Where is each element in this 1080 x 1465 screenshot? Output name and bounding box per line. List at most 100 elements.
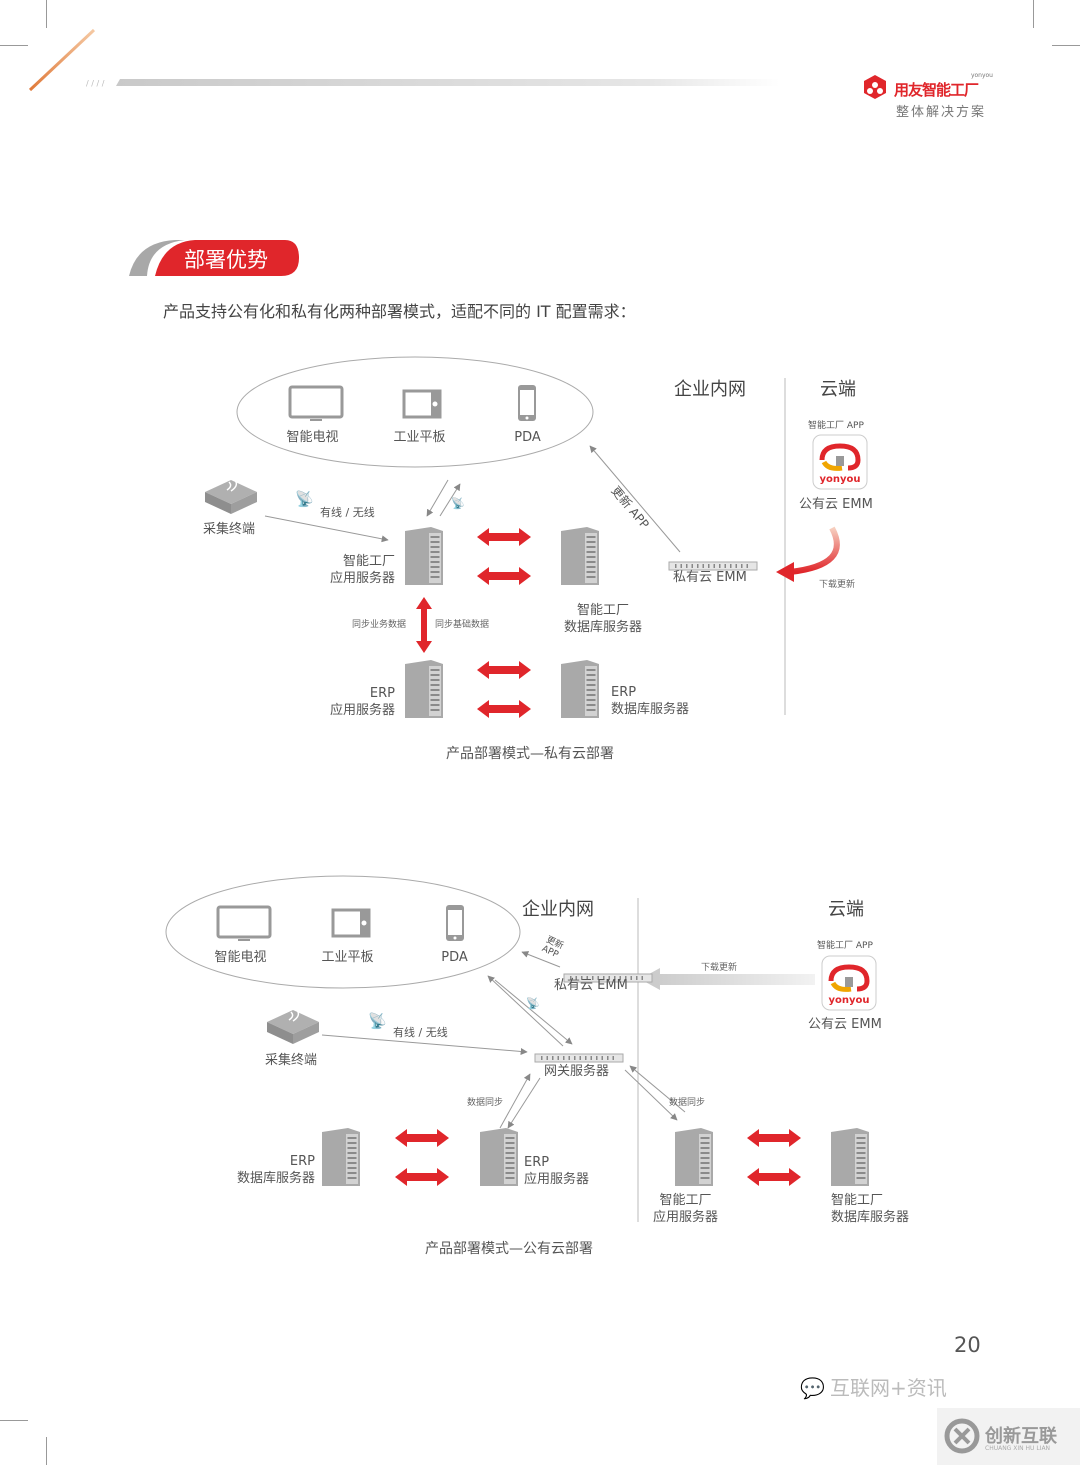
collector-label-2: 采集终端	[265, 1053, 318, 1068]
red-double-arrow	[747, 1168, 801, 1190]
brand-logo: yonyou 用友智能工厂 整体解决方案	[862, 72, 997, 122]
public-diagram-lines	[165, 875, 815, 1222]
watermark-brand-en: CHUANG XIN HU LIAN	[985, 1445, 1051, 1452]
erp-to-gateway-link	[499, 1073, 531, 1129]
tablet-icon	[331, 908, 371, 938]
wechat-account: 互联网+资讯	[830, 1376, 947, 1400]
device-group-ellipse-2	[165, 875, 521, 989]
label-line: ERP	[289, 1154, 315, 1169]
label-line: ERP	[611, 685, 637, 700]
brand-tagline: 整体解决方案	[896, 105, 987, 120]
data-sync-left-label: 数据同步	[467, 1098, 504, 1108]
crop-mark-bl-v	[46, 1437, 47, 1465]
server-icon	[405, 660, 445, 722]
link-label-2: 有线 / 无线	[393, 1026, 448, 1039]
zone-intranet-label: 企业内网	[674, 379, 746, 400]
private-emm-label: 私有云 EMM	[673, 570, 747, 585]
device-down-link	[426, 479, 449, 517]
label-line: ERP	[369, 686, 395, 701]
app-name-label: 智能工厂 APP	[808, 421, 864, 431]
device-up-link	[439, 483, 461, 517]
db-server-label: 智能工厂 数据库服务器	[548, 602, 658, 636]
private-diagram-lines	[236, 356, 840, 715]
svg-text:yonyou: yonyou	[819, 474, 860, 485]
db-server-label-2: 智能工厂 数据库服务器	[831, 1192, 909, 1226]
zone-cloud-label-2: 云端	[828, 899, 864, 920]
antenna-icon: 📡	[295, 490, 314, 508]
download-curve-arrowhead	[776, 562, 794, 582]
device-label-pda-2: PDA	[441, 950, 468, 965]
red-double-arrow	[477, 528, 531, 550]
collector-link-2	[321, 1034, 528, 1055]
device-label-tablet-2: 工业平板	[321, 950, 374, 965]
label-line: 数据库服务器	[611, 702, 690, 717]
label-line: 智能工厂	[576, 603, 629, 618]
antenna-icon-4: 📡	[368, 1012, 387, 1030]
collector-icon	[267, 1008, 319, 1044]
private-emm-label-2: 私有云 EMM	[554, 978, 628, 993]
link-label: 有线 / 无线	[320, 506, 375, 519]
crop-mark-bl-h	[0, 1420, 28, 1421]
red-double-arrow	[747, 1129, 801, 1151]
gateway-to-device-link	[487, 975, 564, 1047]
label-line: 数据库服务器	[236, 1171, 315, 1186]
page-number: 20	[954, 1333, 981, 1357]
label-line: 智能工厂	[659, 1193, 712, 1208]
wechat-watermark: 💬 互联网+资讯	[800, 1372, 947, 1401]
tv-icon	[288, 385, 344, 421]
section-title: 部署优势	[184, 248, 268, 272]
crop-mark-tr-h	[1052, 45, 1080, 46]
section-title-badge	[129, 240, 299, 276]
header-gray-bar	[116, 79, 780, 86]
header-decoration: / / / /	[28, 28, 780, 92]
orange-slash	[28, 28, 96, 92]
label-line: 智能工厂	[831, 1193, 884, 1208]
download-update-label: 下载更新	[819, 580, 856, 590]
app-server-label-2: 智能工厂 应用服务器	[638, 1192, 733, 1226]
public-emm-label-2: 公有云 EMM	[808, 1017, 882, 1032]
zone-intranet-label-2: 企业内网	[522, 899, 594, 920]
public-emm-label: 公有云 EMM	[799, 497, 873, 512]
zone-cloud-label: 云端	[820, 379, 856, 400]
label-line: 数据库服务器	[563, 620, 642, 635]
download-curve-arrow	[789, 526, 840, 575]
device-label-pda: PDA	[514, 430, 541, 445]
data-sync-right-label: 数据同步	[669, 1098, 706, 1108]
label-line: 数据库服务器	[831, 1210, 910, 1225]
erp-db-server-label-2: ERP 数据库服务器	[215, 1153, 315, 1187]
label-line: 应用服务器	[329, 703, 395, 718]
sync-business-label: 同步业务数据	[352, 620, 407, 630]
server-icon	[561, 660, 601, 722]
crop-mark-tl-v	[46, 0, 47, 28]
rack-server-icon	[668, 556, 758, 575]
gateway-label: 网关服务器	[544, 1064, 610, 1079]
collector-label: 采集终端	[203, 522, 256, 537]
emm-to-device-link	[521, 951, 561, 968]
red-double-arrow	[395, 1168, 449, 1190]
cloud-to-gateway-link	[629, 1065, 686, 1113]
device-label-tablet: 工业平板	[393, 430, 446, 445]
device-label-tv-2: 智能电视	[214, 950, 267, 965]
header-dashes: / / / /	[86, 79, 105, 88]
label-line: 应用服务器	[329, 571, 395, 586]
yonyou-app-icon: yonyou	[812, 434, 868, 494]
crop-mark-tl-h	[0, 45, 28, 46]
server-icon	[831, 1128, 871, 1190]
server-icon	[675, 1128, 715, 1190]
yonyou-app-icon: yonyou	[821, 955, 877, 1015]
brand-sub: yonyou	[970, 72, 993, 79]
yonyou-logo-icon	[864, 75, 886, 99]
red-double-arrow	[477, 700, 531, 722]
watermark-brand: 创新互联	[985, 1426, 1057, 1447]
label-line: 应用服务器	[524, 1172, 590, 1187]
rack-server-icon	[534, 1048, 624, 1067]
collector-link	[264, 515, 389, 543]
collector-icon	[205, 478, 257, 514]
gateway-to-cloud-link	[624, 1069, 678, 1121]
red-double-arrow	[395, 1129, 449, 1151]
download-update-label-2: 下载更新	[701, 963, 738, 973]
caption-private: 产品部署模式—私有云部署	[446, 746, 614, 762]
device-group-ellipse	[236, 356, 594, 468]
server-icon	[322, 1128, 362, 1190]
label-line: 智能工厂	[342, 554, 395, 569]
